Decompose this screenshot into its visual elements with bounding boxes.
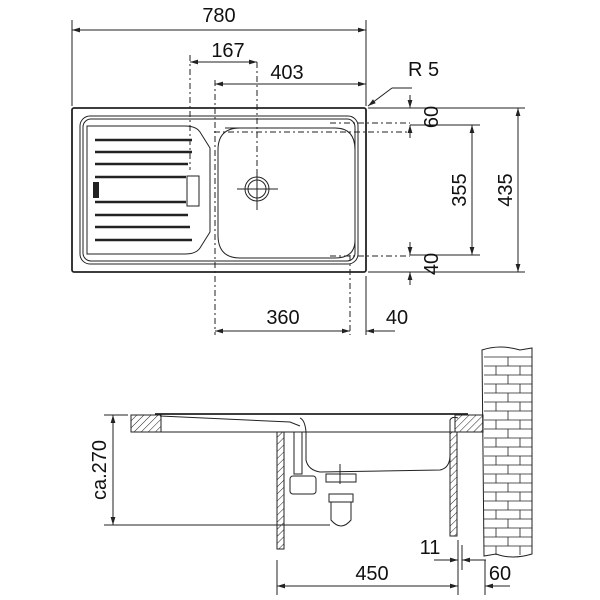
dim-bowl-offset: 403 <box>270 62 303 84</box>
dim-height: ca.270 <box>89 440 111 500</box>
bowl <box>217 127 356 259</box>
brick-wall <box>481 346 533 558</box>
dim-bowl-depth: 355 <box>449 173 471 206</box>
drainer <box>86 125 211 255</box>
drainer-grooves <box>95 138 192 242</box>
dim-bowl-width: 360 <box>266 307 299 329</box>
dim-overall-width: 780 <box>202 5 235 27</box>
sink-outline <box>71 107 367 273</box>
dim-overall-depth: 435 <box>495 173 517 206</box>
side-view: /* bricks drawn below */ ca.270 450 11 6… <box>89 346 533 595</box>
overflow-pipe <box>293 431 303 475</box>
bowl-section <box>299 416 459 473</box>
dim-cabinet-width: 450 <box>355 563 388 585</box>
wall-bricks <box>484 356 532 555</box>
tap-hole <box>186 175 200 207</box>
dim-front-margin: 40 <box>421 253 443 275</box>
drain-fitting <box>325 473 357 483</box>
top-view: 780 167 403 R 5 60 355 435 40 360 40 <box>71 5 525 335</box>
dim-corner-radius: R 5 <box>408 59 439 81</box>
cabinet-panel-left <box>276 431 285 550</box>
overflow-icon <box>93 182 99 198</box>
countertop-right <box>454 414 484 433</box>
countertop-left <box>130 414 162 433</box>
dim-drainer-offset: 167 <box>211 40 244 62</box>
trap-elbow <box>289 475 317 495</box>
dim-wall-gap: 60 <box>489 563 511 585</box>
cabinet-panel-right <box>449 431 458 537</box>
dim-rear-margin: 60 <box>421 106 443 128</box>
siphon <box>330 502 352 527</box>
dim-panel-thickness: 11 <box>420 537 441 559</box>
dim-side-margin: 40 <box>386 307 408 329</box>
